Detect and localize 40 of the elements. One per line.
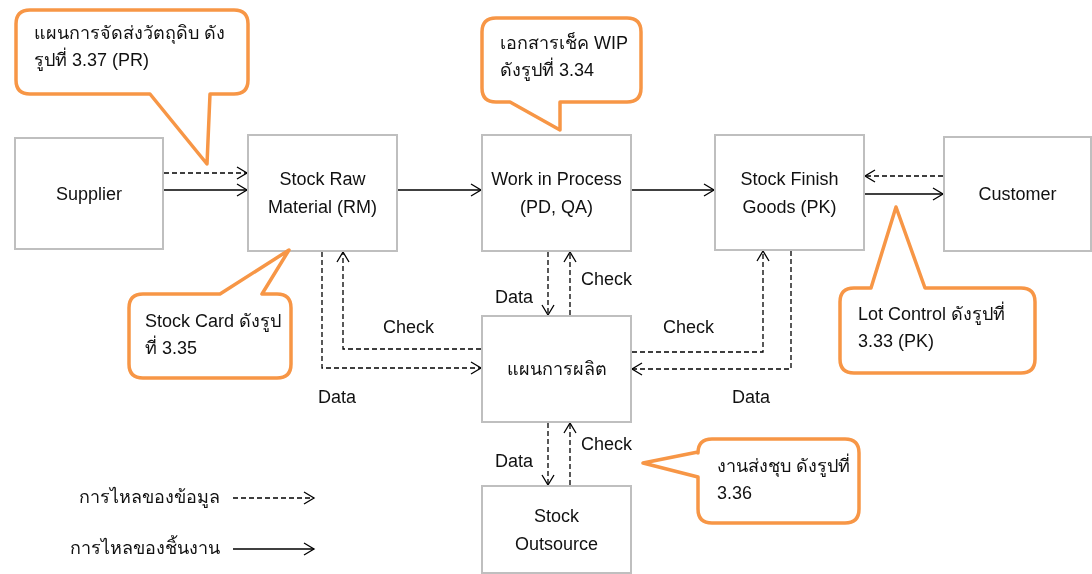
arrow <box>563 251 577 316</box>
callout-text: เอกสารเช็ค WIP ดังรูปที่ 3.34 <box>500 31 629 83</box>
callout-bubble <box>127 248 293 380</box>
callout-text: แผนการจัดส่งวัตถุดิบ ดังรูปที่ 3.37 (PR) <box>34 22 226 73</box>
process-box <box>714 134 865 251</box>
callout-text: Lot Control ดังรูปที่ 3.33 (PK) <box>858 301 1033 355</box>
box-label: Stock Raw Material (RM) <box>267 168 378 219</box>
arrow <box>563 422 577 486</box>
arrow <box>631 183 715 197</box>
callout-text: งานส่งชุบ ดังรูปที่ 3.36 <box>717 453 852 507</box>
callout-text: Stock Card ดังรูปที่ 3.35 <box>145 310 283 360</box>
process-box <box>14 137 164 250</box>
arrow <box>864 169 944 183</box>
arrow <box>163 166 248 180</box>
process-box <box>943 136 1092 252</box>
arrow <box>397 183 482 197</box>
arrow <box>541 422 555 486</box>
callout-bubble <box>641 437 861 525</box>
legend-label: การไหลของชิ้นงาน <box>70 535 220 561</box>
arrow <box>321 251 482 375</box>
process-box <box>481 485 632 574</box>
callout-bubble <box>838 205 1037 375</box>
arrow <box>864 187 944 201</box>
callout-bubble <box>14 8 250 166</box>
process-box <box>481 134 632 252</box>
box-label: แผนการผลิต <box>506 358 607 381</box>
box-label: Stock Finish Goods (PK) <box>739 167 840 219</box>
arrow <box>336 251 482 350</box>
process-box <box>481 315 632 423</box>
callout-bubble <box>480 16 643 132</box>
arrow <box>163 183 248 197</box>
box-label: Work in Process (PD, QA) <box>491 168 622 219</box>
process-box <box>247 134 398 252</box>
legend-label: การไหลของข้อมูล <box>79 486 220 510</box>
box-label: Supplier <box>55 182 122 206</box>
arrow <box>631 250 792 376</box>
box-label: Customer <box>978 183 1057 206</box>
arrow <box>631 250 770 353</box>
box-label: Stock Outsource <box>513 504 599 556</box>
arrow <box>541 251 555 316</box>
